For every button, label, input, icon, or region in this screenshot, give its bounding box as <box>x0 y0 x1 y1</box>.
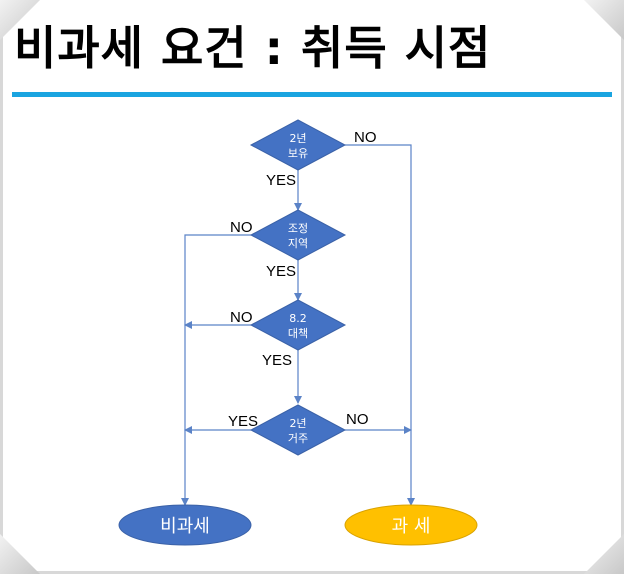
page-title: 비과세 요건 : 취득 시점 <box>14 21 492 75</box>
decision-label-line1: 8.2 <box>289 312 307 325</box>
outcome-label: 과 세 <box>392 516 431 537</box>
frame-left-edge <box>0 0 3 574</box>
corner-bottom-right <box>584 534 624 574</box>
decision-label-line1: 2년 <box>289 132 306 145</box>
decision-label-line1: 2년 <box>289 417 306 430</box>
decision-regulated-area: 조정 지역 <box>249 209 347 261</box>
d4-yes-label: YES <box>228 413 258 430</box>
d2-yes-label: YES <box>266 263 296 280</box>
outcome-taxable: 과 세 <box>344 504 478 546</box>
d1-no-label: NO <box>354 129 377 146</box>
edge-d2-no <box>181 234 251 506</box>
decision-label-line1: 조정 <box>288 222 308 235</box>
decision-residence-period: 2년 거주 <box>249 404 347 456</box>
corner-top-right <box>584 0 624 40</box>
corner-top-left <box>0 0 40 40</box>
decision-label-line2: 보유 <box>288 147 308 160</box>
frame-right-edge <box>621 0 624 574</box>
decision-label-line2: 대책 <box>288 327 308 340</box>
edge-d1-no <box>345 144 415 506</box>
outcome-tax-exempt: 비과세 <box>118 504 252 546</box>
d3-no-label: NO <box>230 309 253 326</box>
corner-bottom-left <box>0 534 40 574</box>
decision-label-line2: 지역 <box>288 237 308 250</box>
d4-no-label: NO <box>346 411 369 428</box>
title-underline <box>12 92 612 97</box>
decision-policy-82: 8.2 대책 <box>249 299 347 351</box>
d3-yes-label: YES <box>262 352 292 369</box>
outcome-label: 비과세 <box>160 516 210 537</box>
d2-no-label: NO <box>230 219 253 236</box>
d1-yes-label: YES <box>266 172 296 189</box>
frame-bottom-edge <box>0 571 624 574</box>
decision-label-line2: 거주 <box>288 432 308 445</box>
decision-holding-period: 2년 보유 <box>249 119 347 171</box>
